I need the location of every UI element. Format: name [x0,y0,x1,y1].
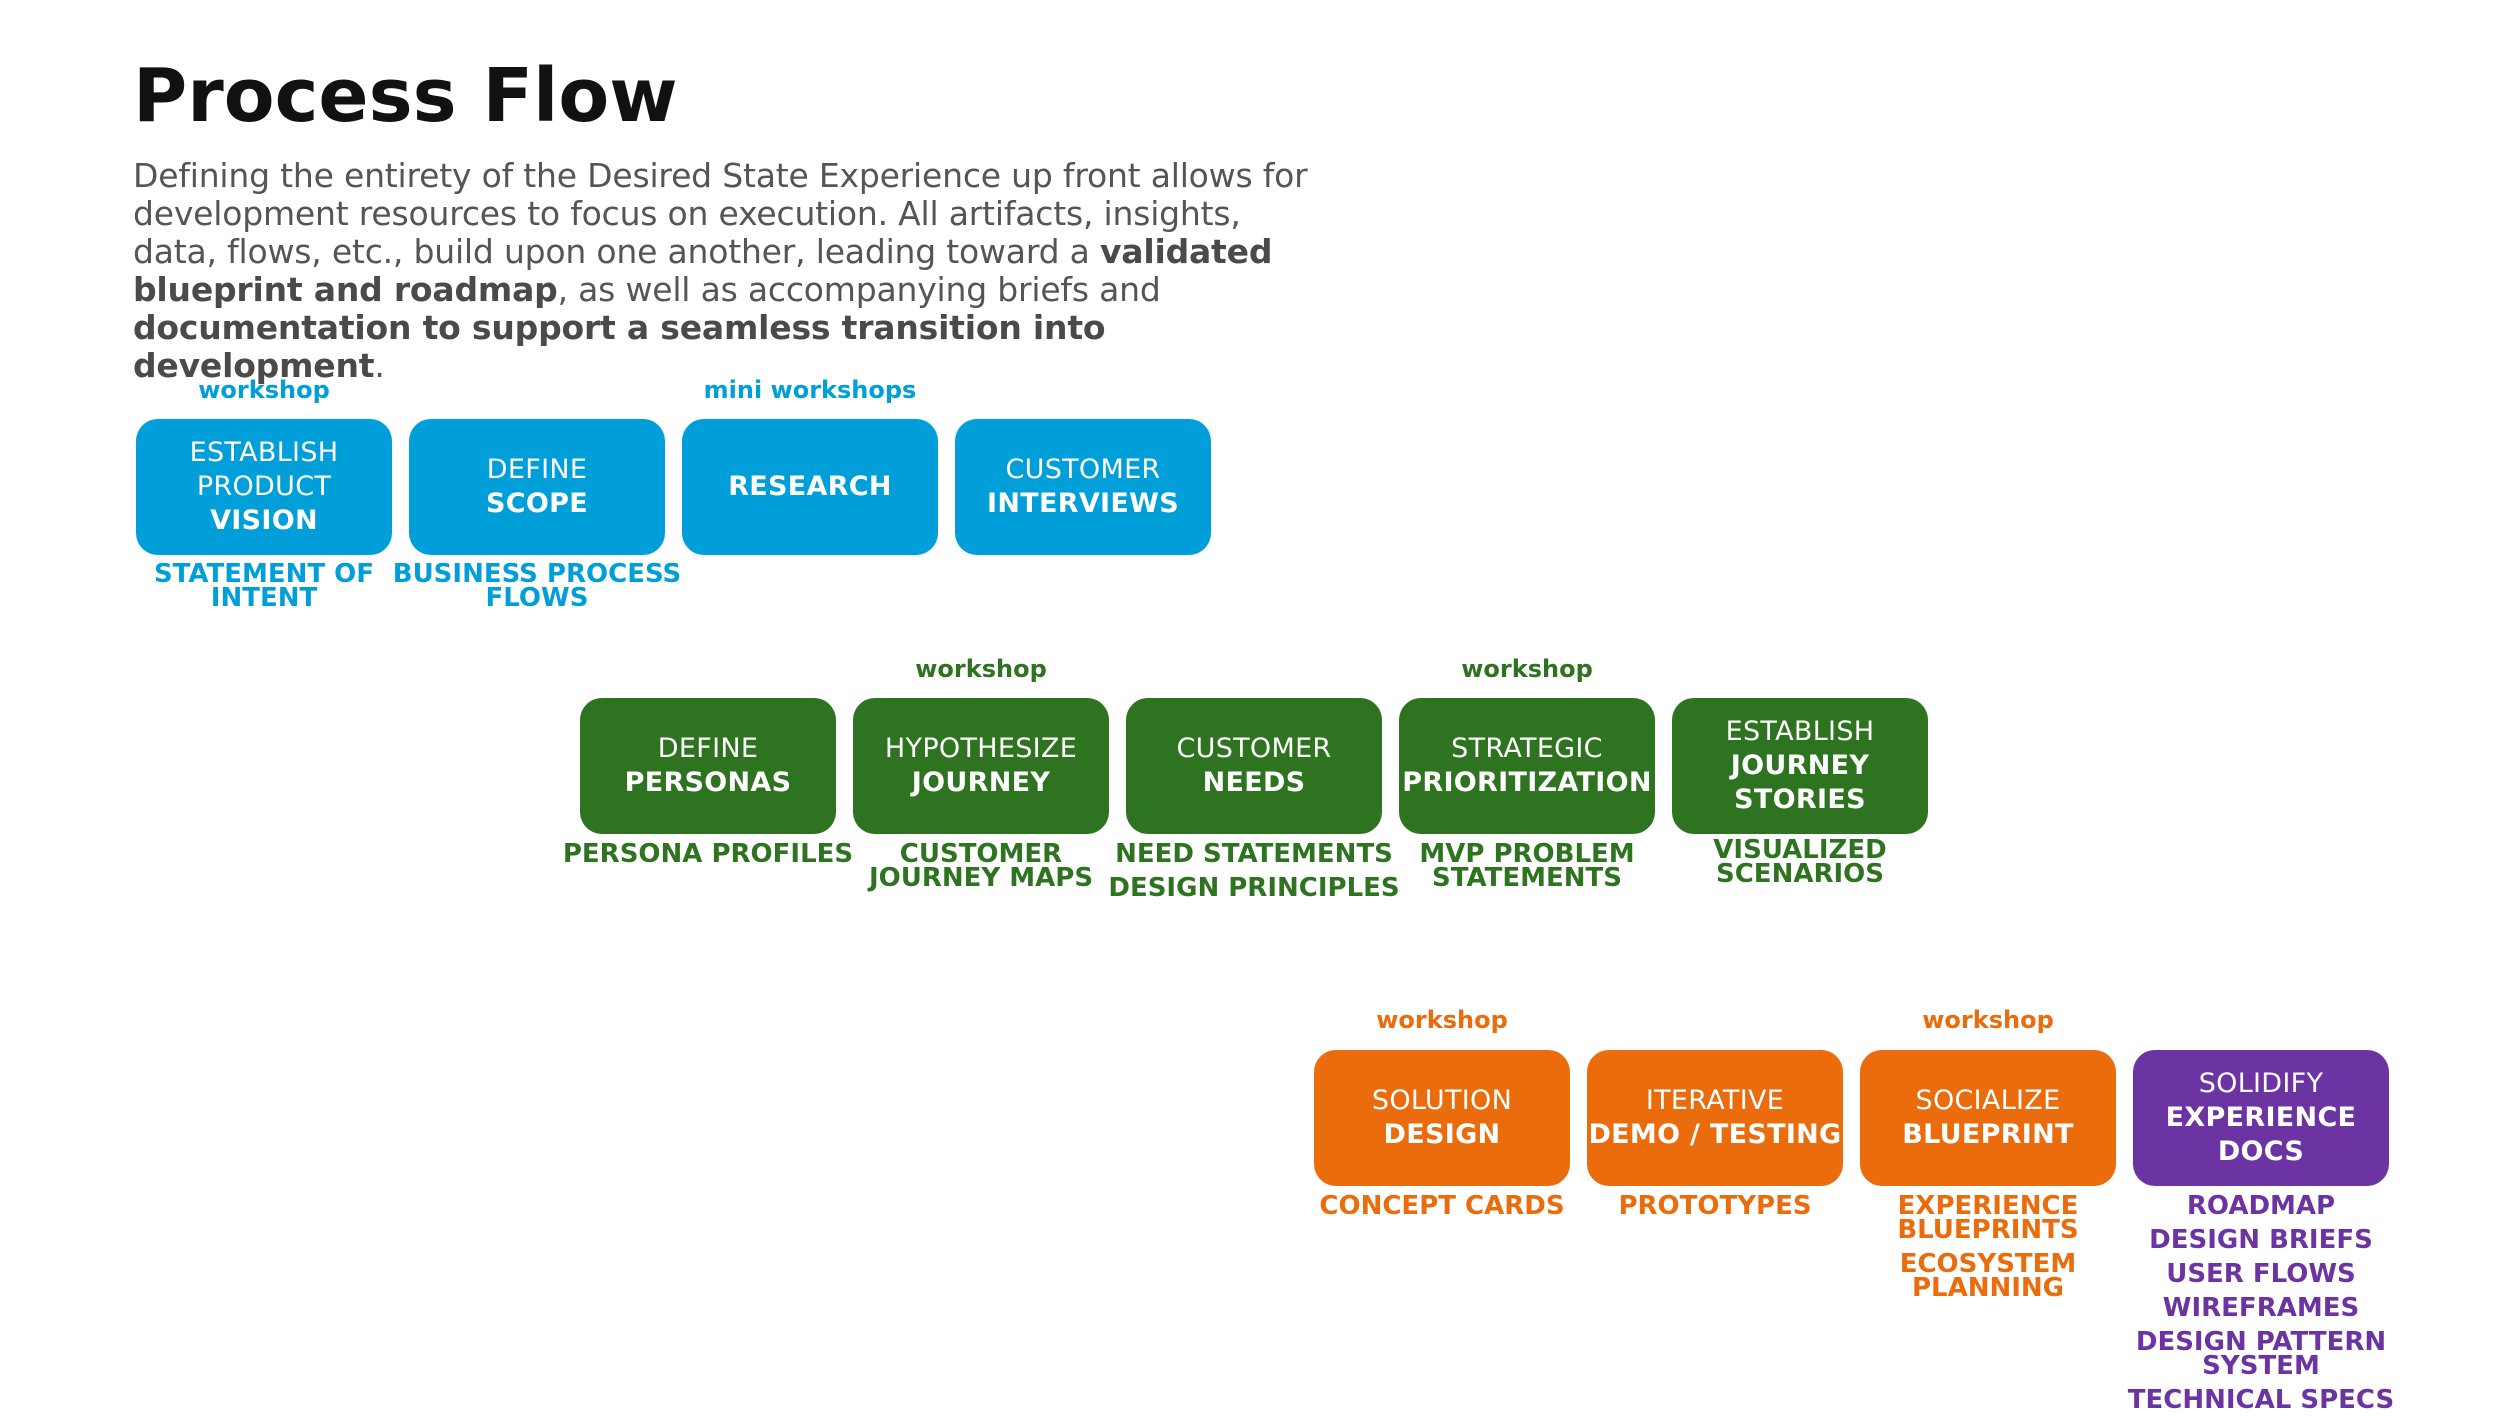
workshop-tag: workshop [1376,1006,1508,1034]
stage-outputs: CUSTOMER JOURNEY MAPS [831,839,1131,900]
stage-outputs: CONCEPT CARDS [1292,1191,1592,1228]
stage-customer-interviews[interactable]: CUSTOMER INTERVIEWS [955,419,1211,555]
stage-label: HYPOTHESIZE [884,733,1078,764]
stage-research[interactable]: RESEARCH [682,419,938,555]
workshop-tag: workshop [915,655,1047,683]
output-item: ROADMAP [2186,1191,2336,1221]
stage-define-scope[interactable]: DEFINE SCOPE [409,419,665,555]
stage-label: CUSTOMER [1176,733,1332,764]
stage-label: SOCIALIZE [1915,1085,2061,1116]
output-item: TECHNICAL SPECS [2127,1385,2395,1415]
output-item: PERSONA PROFILES [562,839,854,869]
stage-label: ESTABLISH [189,437,339,468]
stage-label: STRATEGIC [1451,733,1603,764]
output-item: MVP PROBLEM STATEMENTS [1419,839,1635,893]
workshop-tag: workshop [198,376,330,404]
output-item: BUSINESS PROCESS FLOWS [392,559,682,613]
stage-label: SOLUTION [1371,1085,1513,1116]
intro-text: Defining the entirety of the Desired Sta… [133,156,1308,271]
output-item: PROTOTYPES [1618,1191,1812,1221]
stage-label: SOLIDIFY [2198,1068,2324,1099]
output-item: ECOSYSTEM PLANNING [1899,1249,2077,1303]
output-item: DESIGN PRINCIPLES [1108,873,1400,903]
stage-outputs: NEED STATEMENTS DESIGN PRINCIPLES [1104,839,1404,910]
stage-label-bold: PRIORITIZATION [1402,767,1652,798]
stage-label: CUSTOMER [1005,454,1161,485]
stage-establish-product-vision[interactable]: ESTABLISH PRODUCT VISION [136,419,392,555]
workshop-tag: mini workshops [703,376,917,404]
stage-label: DEFINE [657,733,759,764]
stage-label: DEFINE [486,454,588,485]
stage-outputs: PERSONA PROFILES [558,839,858,876]
stage-label-bold: RESEARCH [728,471,892,502]
stage-label: PRODUCT [196,471,332,502]
workshop-tag: workshop [1461,655,1593,683]
stage-label-bold: SCOPE [486,488,588,519]
stage-iterative-demo-testing[interactable]: ITERATIVE DEMO / TESTING [1587,1050,1843,1186]
stage-label-bold: BLUEPRINT [1902,1119,2074,1150]
stage-label-bold: JOURNEY [911,767,1051,798]
workshop-tag: workshop [1922,1006,2054,1034]
stage-solidify-experience-docs[interactable]: SOLIDIFY EXPERIENCE DOCS [2133,1050,2389,1186]
intro-emphasis: documentation to support a seamless tran… [133,308,1106,385]
output-item: NEED STATEMENTS [1115,839,1393,869]
output-item: VISUALIZED SCENARIOS [1713,835,1887,889]
stage-label-bold: INTERVIEWS [987,488,1179,519]
intro-text: . [374,346,385,385]
stage-label-bold: DESIGN [1383,1119,1501,1150]
stage-label-bold: DOCS [2217,1136,2305,1167]
stage-label-bold: EXPERIENCE [2165,1102,2357,1133]
output-item: DESIGN PATTERN SYSTEM [2135,1327,2387,1381]
stage-label: ITERATIVE [1645,1085,1785,1116]
stage-label-bold: DEMO / TESTING [1588,1119,1842,1150]
intro-text: , as well as accompanying briefs and [557,270,1161,309]
output-item: STATEMENT OF INTENT [153,559,375,613]
stage-establish-journey-stories[interactable]: ESTABLISH JOURNEY STORIES [1672,698,1928,834]
output-item: WIREFRAMES [2162,1293,2360,1323]
stage-hypothesize-journey[interactable]: HYPOTHESIZE JOURNEY [853,698,1109,834]
stage-define-personas[interactable]: DEFINE PERSONAS [580,698,836,834]
stage-label-bold: STORIES [1734,784,1866,815]
stage-outputs: PROTOTYPES [1565,1191,1865,1228]
stage-outputs: MVP PROBLEM STATEMENTS [1377,839,1677,900]
stage-outputs: ROADMAP DESIGN BRIEFS USER FLOWS WIREFRA… [2111,1191,2411,1422]
stage-outputs: BUSINESS PROCESS FLOWS [387,559,687,620]
stage-solution-design[interactable]: SOLUTION DESIGN [1314,1050,1570,1186]
stage-customer-needs[interactable]: CUSTOMER NEEDS [1126,698,1382,834]
stage-outputs: VISUALIZED SCENARIOS [1650,835,1950,896]
stage-socialize-blueprint[interactable]: SOCIALIZE BLUEPRINT [1860,1050,2116,1186]
intro-paragraph: Defining the entirety of the Desired Sta… [133,157,1313,385]
output-item: DESIGN BRIEFS [2149,1225,2373,1255]
stage-label-bold: NEEDS [1202,767,1306,798]
output-item: USER FLOWS [2166,1259,2356,1289]
output-item: CONCEPT CARDS [1319,1191,1565,1221]
stage-label-bold: JOURNEY [1730,750,1870,781]
output-item: EXPERIENCE BLUEPRINTS [1897,1191,2079,1245]
stage-outputs: EXPERIENCE BLUEPRINTS ECOSYSTEM PLANNING [1838,1191,2138,1310]
stage-label-bold: PERSONAS [624,767,792,798]
stage-label: ESTABLISH [1725,716,1875,747]
page-title: Process Flow [133,53,678,139]
stage-label-bold: VISION [210,505,318,536]
output-item: CUSTOMER JOURNEY MAPS [868,839,1094,893]
stage-outputs: STATEMENT OF INTENT [114,559,414,620]
stage-strategic-prioritization[interactable]: STRATEGIC PRIORITIZATION [1399,698,1655,834]
intro-emphasis: validated blueprint and roadmap [133,232,1273,309]
